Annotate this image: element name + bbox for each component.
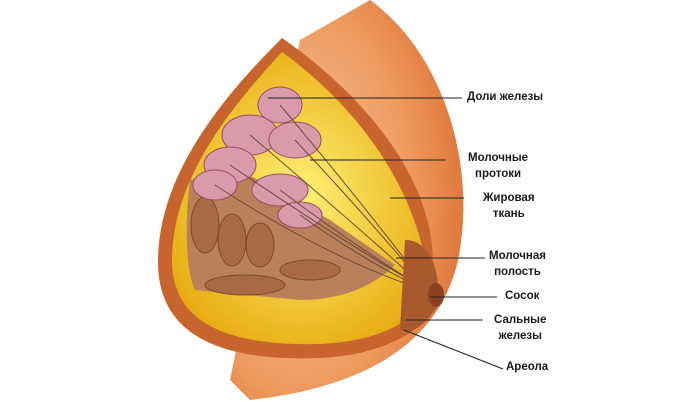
label-glands-line1: Сальные xyxy=(494,314,547,326)
label-sinus: Молочная полость xyxy=(489,248,546,280)
muscle-layer xyxy=(186,170,395,300)
label-fat: Жировая ткань xyxy=(483,190,535,222)
label-fat-line1: Жировая xyxy=(483,192,535,204)
label-areola: Ареола xyxy=(506,361,549,373)
nipple xyxy=(428,283,444,307)
label-ducts-line2: протоки xyxy=(475,168,522,180)
pointer-lines xyxy=(268,97,504,370)
label-fat-line2: ткань xyxy=(492,208,525,220)
label-glands-line2: железы xyxy=(498,330,542,342)
label-ducts-line1: Молочные xyxy=(468,152,529,164)
label-nipple: Сосок xyxy=(505,290,540,302)
label-lobes: Доли железы xyxy=(467,91,544,103)
label-ducts: Молочные протоки xyxy=(468,150,528,182)
label-sinus-line2: полость xyxy=(494,266,541,278)
areola xyxy=(400,240,439,332)
label-glands: Сальные железы xyxy=(494,312,546,344)
label-sinus-line1: Молочная xyxy=(489,250,546,262)
